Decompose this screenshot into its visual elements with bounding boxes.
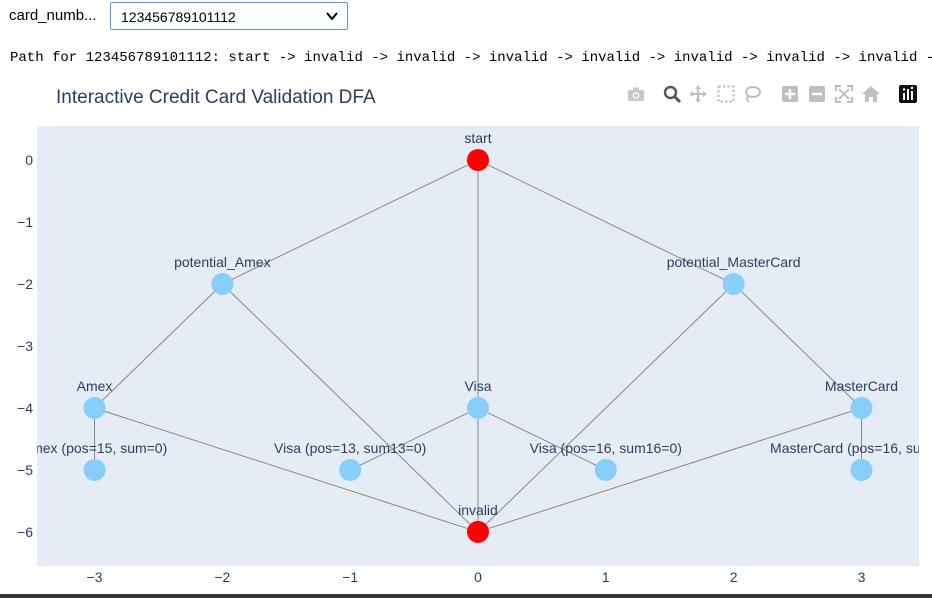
card-number-value: 123456789101112 bbox=[121, 9, 236, 25]
node-Visa16[interactable] bbox=[594, 458, 617, 481]
pan-icon[interactable] bbox=[688, 84, 708, 104]
edge-Visa-Visa13 bbox=[349, 407, 479, 471]
zoom-in-icon[interactable] bbox=[780, 84, 800, 104]
node-start[interactable] bbox=[467, 149, 489, 172]
y-tick-label: 0 bbox=[25, 152, 33, 168]
card-number-select[interactable]: 123456789101112 bbox=[110, 2, 348, 30]
node-label-MasterCard16: MasterCard (pos=16, sum=0) bbox=[770, 440, 932, 456]
edge-potential_Amex-Amex bbox=[94, 283, 223, 409]
x-tick-label: 0 bbox=[474, 569, 482, 585]
edge-Amex-invalid bbox=[94, 407, 479, 533]
x-tick-label: 1 bbox=[602, 569, 610, 585]
y-tick-label: −4 bbox=[17, 400, 33, 416]
node-label-MasterCard: MasterCard bbox=[825, 378, 898, 394]
node-Amex15[interactable] bbox=[83, 458, 106, 481]
chevron-down-icon bbox=[325, 6, 339, 29]
lasso-icon[interactable] bbox=[742, 84, 762, 104]
dfa-graph: start potential_Amex potential_MasterCardA… bbox=[22, 130, 932, 543]
node-label-Visa16: Visa (pos=16, sum16=0) bbox=[530, 440, 682, 456]
box-select-icon[interactable] bbox=[716, 84, 736, 104]
node-label-Visa: Visa bbox=[465, 378, 492, 394]
autoscale-icon[interactable] bbox=[834, 84, 854, 104]
edge-potential_MasterCard-invalid bbox=[477, 283, 735, 533]
edge-potential_Amex-invalid bbox=[221, 283, 479, 533]
edge-start-potential_MasterCard bbox=[477, 159, 734, 285]
edge-potential_MasterCard-MasterCard bbox=[733, 283, 862, 409]
path-output: Path for 123456789101112: start -> inval… bbox=[10, 50, 932, 66]
node-label-invalid: invalid bbox=[458, 502, 498, 518]
chart-title: Interactive Credit Card Validation DFA bbox=[56, 87, 376, 108]
x-tick-label: −3 bbox=[87, 569, 103, 585]
x-tick-label: 2 bbox=[730, 569, 738, 585]
zoom-out-icon[interactable] bbox=[807, 84, 827, 104]
node-invalid[interactable] bbox=[467, 520, 489, 543]
node-Amex[interactable] bbox=[83, 396, 106, 419]
camera-icon[interactable] bbox=[626, 84, 646, 104]
node-Visa13[interactable] bbox=[339, 458, 362, 481]
node-label-start: start bbox=[464, 130, 491, 146]
x-tick-label: −1 bbox=[342, 569, 358, 585]
control-bar: card_numb... 123456789101112 bbox=[0, 0, 932, 36]
y-tick-label: −6 bbox=[17, 524, 33, 540]
dropdown-label: card_numb... bbox=[9, 7, 97, 24]
y-tick-label: −1 bbox=[17, 214, 33, 230]
node-label-potential_MasterCard: potential_MasterCard bbox=[667, 254, 801, 270]
node-MasterCard[interactable] bbox=[850, 396, 873, 419]
node-MasterCard16[interactable] bbox=[850, 458, 873, 481]
edge-start-potential_Amex bbox=[222, 159, 479, 285]
node-potential_Amex[interactable] bbox=[211, 273, 234, 296]
y-tick-label: −3 bbox=[17, 338, 33, 354]
bottom-divider bbox=[0, 594, 932, 598]
x-tick-label: 3 bbox=[858, 569, 866, 585]
node-label-potential_Amex: potential_Amex bbox=[174, 254, 271, 270]
edge-Visa-Visa16 bbox=[477, 407, 607, 471]
zoom-icon[interactable] bbox=[662, 84, 682, 104]
node-label-Visa13: Visa (pos=13, sum13=0) bbox=[274, 440, 426, 456]
node-Visa[interactable] bbox=[467, 396, 489, 419]
node-label-Amex15: Amex (pos=15, sum=0) bbox=[22, 440, 168, 456]
y-tick-label: −2 bbox=[17, 276, 33, 292]
dfa-chart: Interactive Credit Card Validation DFA −3… bbox=[17, 87, 932, 585]
y-tick-label: −5 bbox=[17, 462, 33, 478]
reset-axes-icon[interactable] bbox=[861, 84, 881, 104]
node-label-Amex: Amex bbox=[77, 378, 113, 394]
node-potential_MasterCard[interactable] bbox=[722, 273, 745, 296]
edge-MasterCard-invalid bbox=[477, 407, 862, 533]
plotly-logo-icon[interactable] bbox=[898, 84, 918, 104]
x-tick-label: −2 bbox=[214, 569, 230, 585]
